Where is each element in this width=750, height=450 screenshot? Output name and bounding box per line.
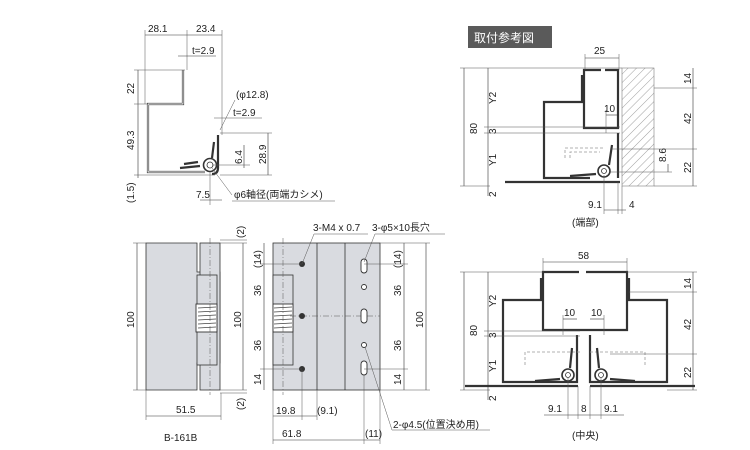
dim-1-5: (1.5) [126, 182, 137, 203]
slot-hole-icon [360, 258, 368, 274]
dim-right-100: 100 [415, 311, 426, 328]
dim-phi-12-8: (φ12.8) [236, 90, 269, 101]
dim-19-8: 19.8 [276, 406, 296, 417]
end-caption: (端部) [572, 216, 599, 229]
dim-right-36-a: 36 [393, 284, 404, 296]
dim-top-2: (2) [236, 226, 247, 238]
center-mounting-view: 80 Y2 3 Y1 2 58 14 42 22 10 10 9.1 8 9.1… [460, 251, 697, 442]
mounting-title-box [468, 26, 552, 48]
dim-left-36-a: 36 [253, 284, 264, 296]
dim-28-1: 28.1 [148, 24, 168, 35]
end-dim-3: 3 [488, 128, 499, 134]
dim-left-36-b: 36 [253, 339, 264, 351]
locating-hole-icon [361, 284, 367, 290]
center-dim-3: 3 [488, 332, 499, 338]
center-dim-22: 22 [683, 366, 694, 378]
slot-hole-icon [360, 360, 368, 376]
center-dim-9-1-right: 9.1 [604, 404, 618, 415]
dim-right-14-bottom: 14 [393, 373, 404, 385]
end-dim-14: 14 [683, 72, 694, 84]
center-dim-14: 14 [683, 277, 694, 289]
center-dim-10-right: 10 [591, 308, 603, 319]
dim-right-14-top: (14) [393, 250, 404, 268]
end-dim-8-6: 8.6 [658, 148, 669, 162]
tapped-hole-note: 3-M4 x 0.7 [313, 223, 361, 234]
end-dim-22: 22 [683, 161, 694, 173]
mounting-title: 取付参考図 [474, 30, 534, 45]
center-dim-2: 2 [488, 395, 499, 401]
end-dim-10: 10 [604, 104, 616, 115]
center-dim-9-1-left: 9.1 [548, 404, 562, 415]
pin-note: φ6軸径(両端カシメ) [234, 188, 323, 201]
dim-51-5: 51.5 [176, 405, 196, 416]
hinge-leaf-view: 3-M4 x 0.7 3-φ5×10長穴 (14) 36 36 14 (14) … [253, 221, 490, 444]
end-dim-80: 80 [469, 122, 480, 134]
model-number: B-161B [164, 433, 198, 444]
center-dim-y1: Y1 [488, 359, 499, 372]
locating-hole-icon [361, 342, 367, 348]
end-mounting-view: 80 Y2 3 Y1 2 25 14 42 22 8.6 10 9.1 4 (端… [460, 46, 697, 229]
hinge-section-view: 28.1 23.4 t=2.9 22 49.3 (1.5) (φ12.8) t=… [126, 24, 335, 205]
center-caption: (中央) [572, 429, 599, 442]
dim-11: (11) [365, 429, 382, 440]
end-dim-y2: Y2 [488, 91, 499, 104]
dim-thickness-top: t=2.9 [192, 46, 215, 57]
dim-thickness-knuckle: t=2.9 [233, 108, 256, 119]
end-dim-25: 25 [594, 46, 606, 57]
dim-7-5: 7.5 [196, 190, 210, 201]
slot-hole-icon [360, 308, 368, 324]
center-dim-8: 8 [581, 404, 587, 415]
dim-left-14-bottom: 14 [253, 373, 264, 385]
locating-hole-note: 2-φ4.5(位置決め用) [393, 418, 479, 431]
wall-hatch [621, 67, 655, 187]
center-dim-42: 42 [683, 318, 694, 330]
end-dim-2: 2 [488, 191, 499, 197]
dim-bottom-2: (2) [236, 398, 247, 410]
dim-28-9: 28.9 [258, 144, 269, 164]
tapped-hole-icon [299, 313, 305, 319]
dim-height-100-knuckle: 100 [233, 311, 244, 328]
center-dim-10-left: 10 [564, 308, 576, 319]
dim-49-3: 49.3 [126, 130, 137, 150]
dim-6-4: 6.4 [234, 150, 245, 164]
dim-right-36-b: 36 [393, 339, 404, 351]
dim-height-100-left: 100 [126, 311, 137, 328]
center-dim-y2: Y2 [488, 294, 499, 307]
end-dim-4: 4 [629, 200, 635, 211]
dim-23-4: 23.4 [196, 24, 216, 35]
center-dim-80: 80 [469, 324, 480, 336]
dim-left-14-top: (14) [253, 250, 264, 268]
end-dim-y1: Y1 [488, 153, 499, 166]
dim-9-1: (9.1) [317, 406, 338, 417]
dim-61-8: 61.8 [282, 429, 302, 440]
slot-note: 3-φ5×10長穴 [372, 221, 430, 234]
end-dim-9-1: 9.1 [588, 200, 602, 211]
dim-22: 22 [126, 82, 137, 94]
end-dim-42: 42 [683, 112, 694, 124]
center-dim-58: 58 [578, 251, 590, 262]
hinge-front-view: 100 100 (2) (2) 51.5 B-161B [126, 226, 247, 444]
